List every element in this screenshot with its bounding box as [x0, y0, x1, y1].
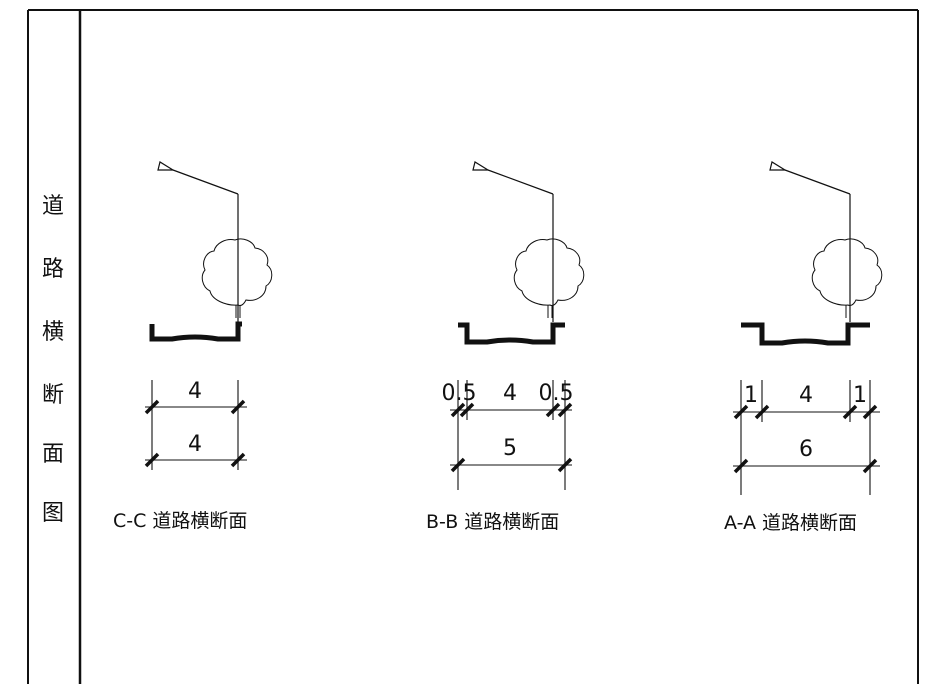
section-caption: A-A 道路横断面: [724, 512, 857, 534]
dimension-label: 1: [744, 383, 758, 408]
street-lamp-icon: [157, 161, 239, 322]
dimension-label: 4: [503, 381, 517, 406]
dimension-lines: [145, 380, 247, 470]
dimension-ticks: [450, 402, 573, 473]
dimension-label: 0.5: [539, 381, 574, 406]
dimension-label: 5: [503, 436, 517, 461]
section-a-a: 1 4 1 6 A-A 道路横断面: [724, 161, 883, 534]
road-section-profile: [458, 322, 565, 345]
sidebar-title-char: 图: [41, 501, 64, 526]
sidebar-title-char: 断: [41, 383, 64, 408]
dimension-ticks: [144, 399, 246, 468]
section-c-c: 4 4 C-C 道路横断面: [113, 161, 273, 532]
dimension-lines: [733, 380, 880, 495]
sidebar-title-char: 横: [41, 320, 64, 345]
dimension-label: 6: [799, 437, 813, 462]
sidebar-title-char: 路: [41, 257, 64, 282]
street-lamp-icon: [769, 161, 851, 322]
section-caption: B-B 道路横断面: [426, 511, 559, 533]
dimension-label: 4: [188, 432, 202, 457]
sidebar-title-char: 道: [41, 194, 64, 219]
dimension-label: 4: [188, 379, 202, 404]
section-caption: C-C 道路横断面: [113, 510, 247, 532]
street-lamp-icon: [472, 161, 554, 322]
tree-icon: [513, 238, 585, 318]
tree-icon: [811, 238, 883, 318]
road-section-profile: [149, 321, 242, 342]
dimension-ticks: [733, 404, 878, 474]
sidebar-title-char: 面: [41, 442, 64, 467]
road-section-profile: [741, 322, 870, 346]
dimension-label: 0.5: [442, 381, 477, 406]
dimension-label: 1: [853, 383, 867, 408]
tree-icon: [201, 238, 273, 318]
dimension-label: 4: [799, 383, 813, 408]
section-b-b: 0.5 4 0.5 5 B-B 道路横断面: [426, 161, 585, 533]
